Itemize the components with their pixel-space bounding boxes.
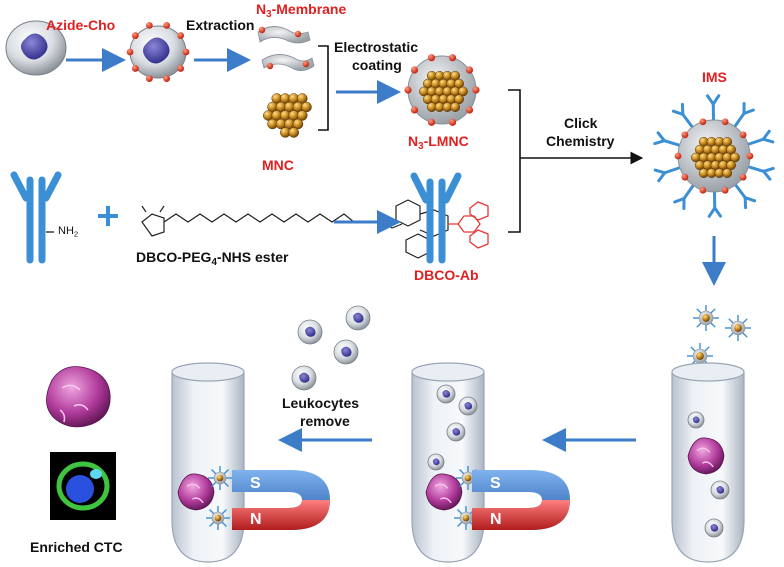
mnc-label: MNC: [262, 157, 294, 173]
mnc-cluster-icon: [263, 93, 312, 138]
magnet-left-icon: [232, 470, 330, 530]
chemistry-label: Chemistry: [546, 133, 615, 149]
ims-particle-icon: [653, 94, 775, 218]
click-label: Click: [564, 115, 598, 131]
leukocytes-label: Leukocytes: [282, 395, 360, 411]
bracket-2: [508, 89, 521, 233]
bracket-1: [318, 45, 329, 131]
tube-left: [171, 362, 245, 563]
ctc-cell-icon: [46, 366, 111, 428]
small-ims-particles-icon: [687, 305, 751, 369]
cell-icon: [5, 20, 67, 76]
leukocyte-cells-icon: [291, 305, 371, 391]
enriched-ctc-label: Enriched CTC: [30, 539, 123, 555]
magnet-middle-n-label: N: [490, 511, 502, 528]
magnet-middle-icon: [472, 470, 570, 530]
n3-membrane-label: N3-Membrane: [256, 1, 347, 20]
magnet-left-s-label: S: [250, 475, 261, 492]
azide-cho-label: Azide-Cho: [46, 17, 116, 33]
dbco-ab-label: DBCO-Ab: [414, 267, 479, 283]
membrane-fragment-icon: [257, 26, 315, 71]
coating-label: coating: [352, 57, 402, 73]
nh2-label: NH2: [58, 225, 79, 239]
ims-label: IMS: [702, 69, 727, 85]
magnet-left-n-label: N: [250, 511, 262, 528]
extraction-label: Extraction: [186, 17, 255, 33]
ctc-fluorescence-icon: [50, 452, 116, 520]
plus-icon: [98, 206, 118, 226]
magnet-middle-s-label: S: [490, 475, 501, 492]
dbco-peg-label: DBCO-PEG4-NHS ester: [136, 249, 289, 268]
dbco-antibody-icon: [410, 172, 489, 264]
lmnc-particle-icon: [404, 54, 480, 126]
azide-cell-icon: [126, 21, 190, 83]
electrostatic-label: Electrostatic: [334, 39, 419, 55]
remove-label: remove: [300, 413, 350, 429]
n3-lmnc-label: N3-LMNC: [408, 133, 469, 152]
antibody-icon: [10, 171, 62, 264]
